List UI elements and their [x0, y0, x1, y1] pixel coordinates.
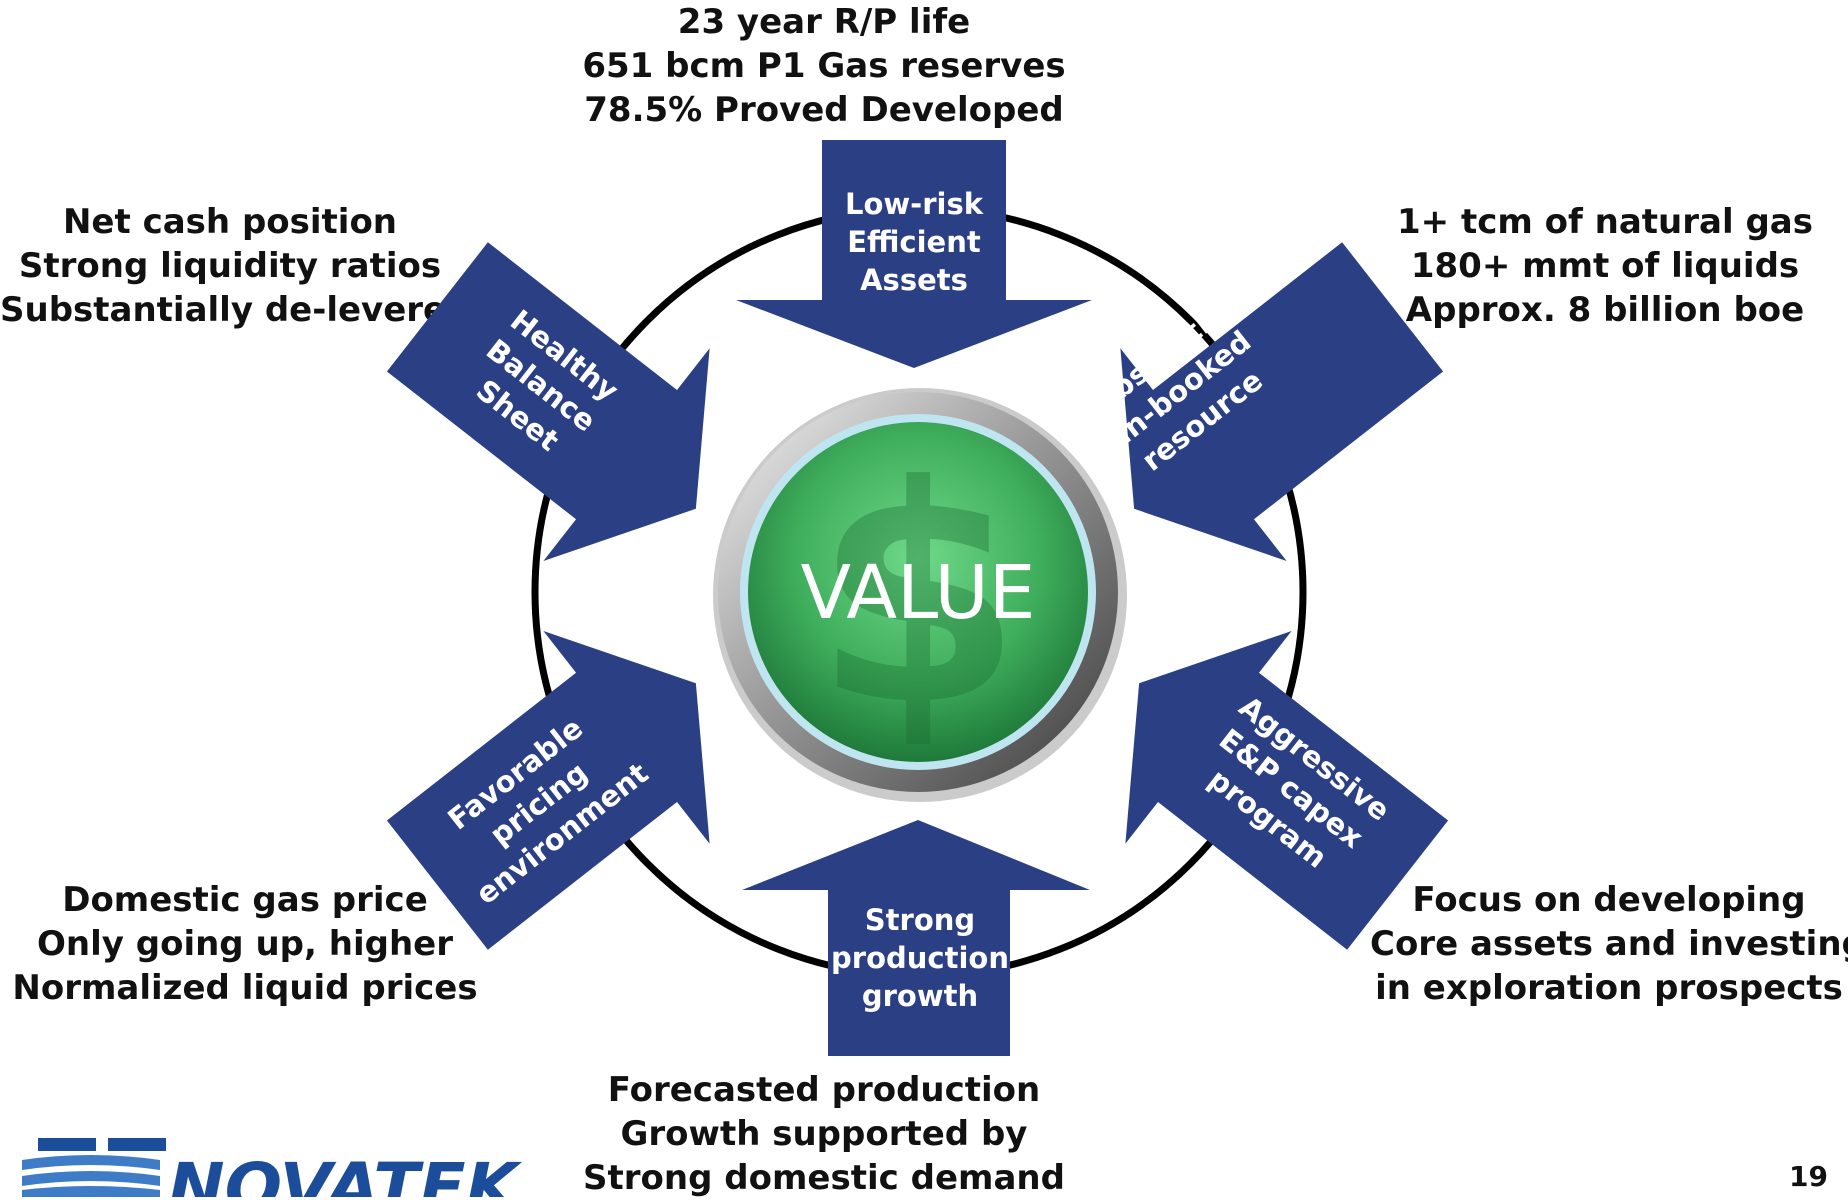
caption-line: Approx. 8 billion boe	[1405, 290, 1805, 330]
caption-lower-right: Focus on developing Core assets and inve…	[1370, 878, 1848, 1010]
caption-line: Strong liquidity ratios	[18, 246, 442, 286]
arrow-top-line: Low-risk	[845, 187, 984, 221]
caption-lower-left: Domestic gas price Only going up, higher…	[0, 878, 490, 1010]
arrow-bottom-line: growth	[862, 979, 978, 1013]
caption-top: 23 year R/P life 651 bcm P1 Gas reserves…	[524, 0, 1124, 132]
caption-upper-left: Net cash position Strong liquidity ratio…	[0, 200, 471, 332]
arrow-upper-right	[1120, 242, 1444, 562]
caption-line: Only going up, higher	[36, 924, 454, 964]
caption-line: 1+ tcm of natural gas	[1397, 202, 1813, 242]
caption-line: Domestic gas price	[62, 880, 428, 920]
novatek-logo: NOVATEK	[22, 1138, 523, 1197]
arrow-top-line: Assets	[860, 263, 968, 297]
arrow-lower-right-shape	[1125, 630, 1449, 950]
logo-wordmark: NOVATEK	[168, 1149, 523, 1197]
dollar-sign-icon: $	[814, 422, 1023, 771]
arrow-bottom-line: production	[831, 941, 1009, 975]
caption-line: 651 bcm P1 Gas reserves	[582, 46, 1066, 86]
value-button: $ VALUE	[713, 388, 1127, 802]
arrow-lower-right	[1125, 630, 1449, 950]
logo-emblem	[22, 1138, 166, 1197]
caption-line: 23 year R/P life	[677, 2, 971, 42]
page-number: 19	[1789, 1160, 1828, 1193]
caption-line: Substantially de-levered	[0, 290, 471, 330]
arrow-lower-left-shape	[386, 630, 710, 950]
arrow-upper-left-shape	[386, 242, 710, 562]
arrow-top-line: Efficient	[847, 225, 981, 259]
caption-line: Core assets and investing	[1370, 924, 1848, 964]
arrow-upper-right-shape	[1120, 242, 1444, 562]
caption-line: Growth supported by	[620, 1114, 1028, 1154]
arrow-top-shape	[736, 140, 1092, 368]
caption-upper-right: 1+ tcm of natural gas 180+ mmt of liquid…	[1390, 200, 1820, 332]
caption-line: Strong domestic demand	[583, 1158, 1065, 1198]
caption-line: Normalized liquid prices	[12, 968, 478, 1008]
dollar-sign-glyph: $	[814, 422, 1023, 771]
caption-line: Net cash position	[62, 202, 398, 242]
arrow-top: Low-risk Efficient Assets	[736, 140, 1092, 368]
caption-line: Focus on developing	[1412, 880, 1806, 920]
caption-line: Forecasted production	[607, 1070, 1041, 1110]
caption-line: 78.5% Proved Developed	[584, 90, 1064, 130]
arrow-bottom: Strong production growth	[742, 820, 1090, 1056]
caption-bottom: Forecasted production Growth supported b…	[574, 1068, 1074, 1200]
arrow-bottom-line: Strong	[865, 903, 975, 937]
arrow-lower-left: Favorable pricing environment	[386, 630, 710, 950]
button-face	[748, 422, 1088, 762]
value-label: VALUE	[801, 550, 1036, 636]
arrow-bottom-shape	[742, 820, 1090, 1056]
caption-line: in exploration prospects	[1375, 968, 1843, 1008]
caption-line: 180+ mmt of liquids	[1410, 246, 1800, 286]
